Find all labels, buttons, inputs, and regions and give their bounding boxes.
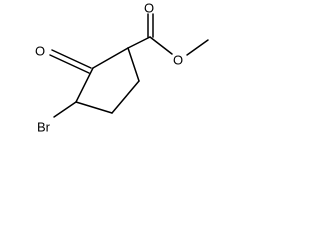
bond-ring-1	[92, 47, 129, 69]
molecule-structure: O Br O O	[35, 1, 209, 135]
bond-ring-2	[127, 47, 140, 82]
ester-double-bond	[147, 13, 154, 38]
bond-ring-5	[75, 67, 94, 103]
bond-ring-3	[111, 80, 140, 114]
bond-ketone-b	[49, 54, 90, 74]
ketone-double-bond	[49, 49, 92, 74]
bond-ring-4	[75, 101, 113, 114]
bond-c-br	[53, 101, 77, 118]
bond-ketone-a	[51, 49, 92, 69]
bond-o-methyl	[186, 39, 209, 56]
bromine-label: Br	[37, 120, 51, 135]
ester-ether-oxygen-label: O	[173, 53, 183, 68]
bond-ring-to-ester-c	[127, 36, 151, 49]
ketone-oxygen-label: O	[35, 44, 45, 59]
ester-carbonyl-oxygen-label: O	[144, 1, 154, 16]
ring-bonds	[75, 47, 140, 114]
bond-ester-c-o	[149, 36, 173, 55]
